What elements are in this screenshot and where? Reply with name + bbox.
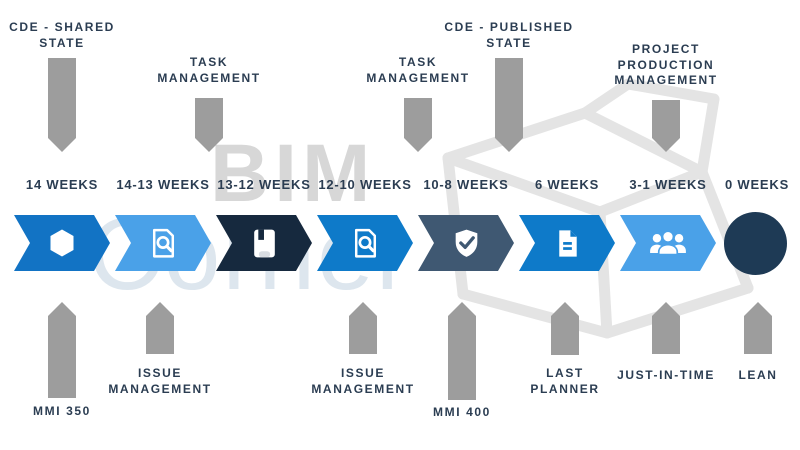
week-label-12-10: 12-10 WEEKS — [318, 177, 412, 192]
week-label-3-1: 3-1 WEEKS — [629, 177, 707, 192]
down-arrow-task-management-2 — [404, 98, 432, 152]
annotation-label-issue-management-1: ISSUE MANAGEMENT — [108, 366, 212, 396]
document-icon — [558, 229, 577, 257]
stage-chevron-13-12-weeks — [216, 215, 312, 271]
stage-chevron-12-10-weeks — [317, 215, 413, 271]
down-arrow-cde-published-state — [495, 58, 523, 152]
week-label-13-12: 13-12 WEEKS — [217, 177, 311, 192]
down-arrow-cde-shared-state — [48, 58, 76, 152]
file-search-icon — [152, 228, 174, 258]
up-arrow-last-planner — [551, 302, 579, 355]
stage-chevron-14-weeks — [14, 215, 110, 271]
annotation-label-project-production-management: PROJECT PRODUCTION MANAGEMENT — [614, 42, 718, 88]
stage-chevron-6-weeks — [519, 215, 615, 271]
annotation-label-cde-shared-state: CDE - SHARED STATE — [9, 20, 115, 50]
annotation-label-mmi-400: MMI 400 — [433, 405, 491, 419]
annotation-label-cde-published-state: CDE - PUBLISHED STATE — [444, 20, 574, 50]
book-icon — [253, 229, 275, 257]
up-arrow-just-in-time — [652, 302, 680, 354]
week-label-14-13: 14-13 WEEKS — [116, 177, 210, 192]
week-label-14: 14 WEEKS — [25, 177, 99, 192]
annotation-label-task-management-2: TASK MANAGEMENT — [366, 55, 470, 85]
stage-chevron-3-1-weeks — [620, 215, 716, 271]
annotation-label-last-planner: LAST PLANNER — [530, 366, 600, 396]
stage-chevron-14-13-weeks — [115, 215, 211, 271]
stage-chevron-10-8-weeks — [418, 215, 514, 271]
shield-check-icon — [455, 229, 477, 257]
up-arrow-mmi-400 — [448, 302, 476, 400]
down-arrow-project-production-management — [652, 100, 680, 152]
annotation-label-issue-management-2: ISSUE MANAGEMENT — [311, 366, 415, 396]
week-label-6: 6 WEEKS — [534, 177, 600, 192]
milestone-circle-0-weeks — [724, 212, 787, 275]
annotation-label-just-in-time: JUST-IN-TIME — [617, 368, 715, 382]
up-arrow-lean — [744, 302, 772, 354]
file-search-icon — [354, 228, 376, 258]
hexagon-icon — [50, 229, 74, 257]
week-label-0: 0 WEEKS — [724, 177, 790, 192]
annotation-label-task-management-1: TASK MANAGEMENT — [157, 55, 261, 85]
watermark-bim-text: BIM — [210, 128, 376, 219]
week-label-10-8: 10-8 WEEKS — [423, 177, 509, 192]
annotation-label-mmi-350: MMI 350 — [33, 404, 91, 418]
team-icon — [650, 230, 686, 256]
up-arrow-mmi-350 — [48, 302, 76, 398]
annotation-label-lean: LEAN — [738, 368, 778, 382]
